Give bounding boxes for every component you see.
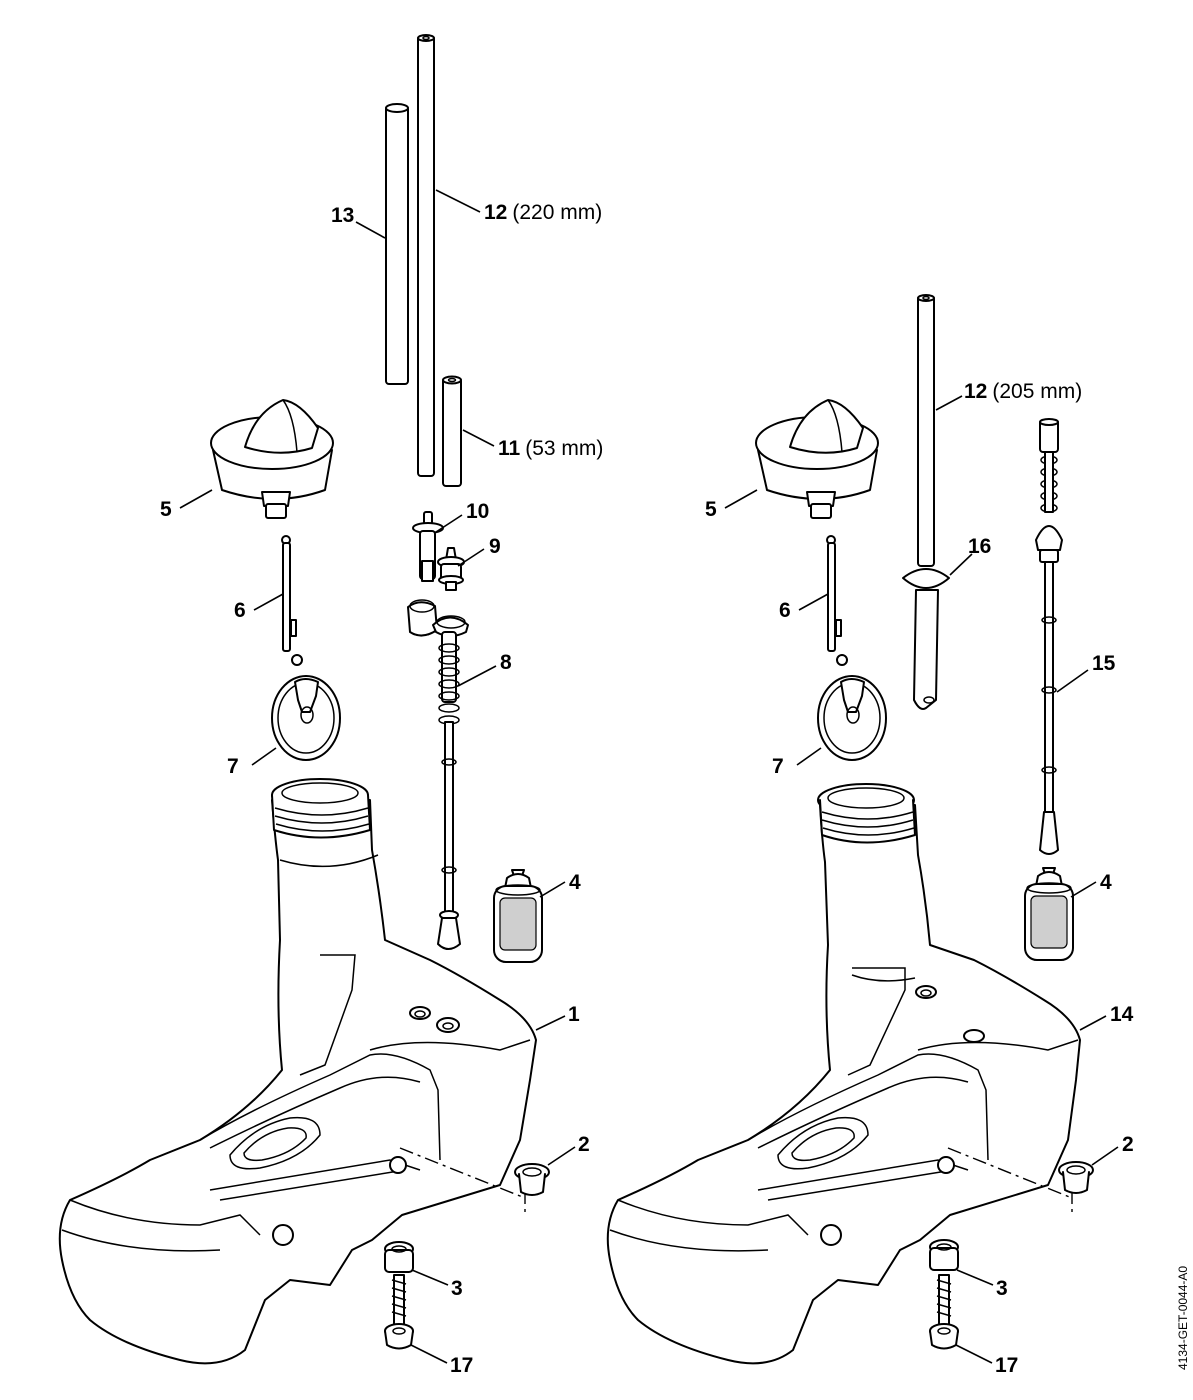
callout-7-left: 7	[227, 755, 239, 778]
part-7-gasket-right	[817, 675, 887, 761]
part-3-bushing-right	[929, 1239, 959, 1271]
part-17-screw-right	[929, 1274, 959, 1350]
part-14-fuel-tank	[606, 783, 1081, 1365]
part-5-tank-cap	[210, 399, 334, 519]
part-6-vent-rod	[281, 535, 303, 666]
part-15-pickup-hose	[1035, 418, 1063, 855]
callout-12-220mm: 12(220 mm)	[484, 201, 602, 224]
part-8-pickup-body	[407, 599, 469, 950]
part-10-fitting	[412, 511, 444, 582]
callout-10: 10	[466, 500, 489, 523]
callout-9: 9	[489, 535, 501, 558]
part-16-grommet	[902, 568, 950, 710]
callout-4-left: 4	[569, 871, 581, 894]
part-12-hose-205	[917, 294, 935, 567]
left-leader-lines	[179, 189, 576, 1364]
callout-17-right: 17	[995, 1354, 1018, 1377]
callout-2-right: 2	[1122, 1133, 1134, 1156]
part-1-fuel-tank	[58, 778, 537, 1365]
part-2-grommet-right	[1058, 1161, 1094, 1194]
callout-4-right: 4	[1100, 871, 1112, 894]
right-callout-labels: 12(205 mm) 5 16 6 15 7 4 14 2 3 17	[705, 380, 1134, 1377]
callout-5-right: 5	[705, 498, 717, 521]
part-4-fuel-filter-right	[1024, 867, 1074, 961]
part-9-fitting	[437, 547, 465, 591]
callout-3-right: 3	[996, 1277, 1008, 1300]
callout-2-left: 2	[578, 1133, 590, 1156]
callout-13: 13	[331, 204, 354, 227]
part-5-tank-cap-right	[755, 399, 879, 519]
callout-7-right: 7	[772, 755, 784, 778]
callout-8: 8	[500, 651, 512, 674]
right-assembly: 12(205 mm) 5 16 6 15 7 4 14 2 3 17	[606, 294, 1134, 1377]
drawing-code: 4134-GET-0044-A0	[1176, 1266, 1190, 1370]
callout-6-left: 6	[234, 599, 246, 622]
part-13-hose	[385, 103, 409, 385]
part-4-fuel-filter	[493, 869, 543, 963]
callout-1: 1	[568, 1003, 580, 1026]
part-6-vent-rod-right	[826, 535, 848, 666]
callout-6-right: 6	[779, 599, 791, 622]
right-dashed-assembly-line	[947, 1147, 1073, 1215]
right-leader-lines	[724, 395, 1119, 1364]
callout-11-53mm: 11(53 mm)	[498, 437, 603, 460]
callout-3-left: 3	[451, 1277, 463, 1300]
left-callout-labels: 13 12(220 mm) 11(53 mm) 5 10 9 6 8 7 4 1…	[160, 201, 603, 1377]
left-assembly: 13 12(220 mm) 11(53 mm) 5 10 9 6 8 7 4 1…	[58, 34, 603, 1377]
part-11-hose	[442, 375, 462, 487]
part-3-bushing	[384, 1241, 414, 1273]
part-12-hose	[417, 34, 435, 477]
callout-5-left: 5	[160, 498, 172, 521]
callout-17-left: 17	[450, 1354, 473, 1377]
part-2-grommet	[514, 1163, 550, 1196]
callout-15: 15	[1092, 652, 1116, 675]
callout-14: 14	[1110, 1003, 1134, 1026]
part-17-screw	[384, 1274, 414, 1350]
callout-16: 16	[968, 535, 991, 558]
part-7-gasket	[271, 675, 341, 761]
callout-12-205mm: 12(205 mm)	[964, 380, 1082, 403]
